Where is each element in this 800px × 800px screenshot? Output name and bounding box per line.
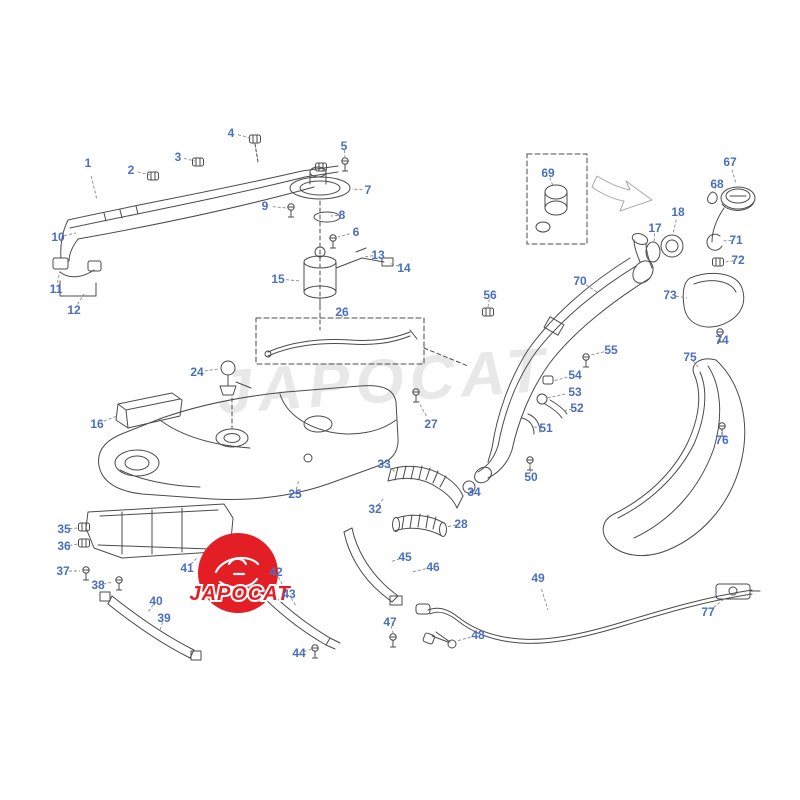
- part-label-50[interactable]: 50: [524, 470, 538, 484]
- part-label-73[interactable]: 73: [663, 288, 677, 302]
- fuel-cap-assembly: [645, 186, 756, 267]
- part-label-1[interactable]: 1: [84, 156, 92, 170]
- part-label-43[interactable]: 43: [282, 587, 296, 601]
- part-label-16[interactable]: 16: [90, 417, 104, 431]
- part-label-69[interactable]: 69: [541, 166, 555, 180]
- part-label-39[interactable]: 39: [157, 611, 171, 625]
- part-label-12[interactable]: 12: [67, 303, 81, 317]
- part-label-40[interactable]: 40: [149, 594, 163, 608]
- part-label-44[interactable]: 44: [292, 646, 306, 660]
- logo-doodle: [214, 556, 260, 589]
- part-label-9[interactable]: 9: [261, 199, 269, 213]
- part-label-11[interactable]: 11: [49, 282, 63, 296]
- part-label-72[interactable]: 72: [731, 253, 745, 267]
- part-label-10[interactable]: 10: [51, 230, 65, 244]
- part-label-38[interactable]: 38: [91, 578, 105, 592]
- logo-text: JAPOCAT: [189, 583, 291, 605]
- part-label-26[interactable]: 26: [335, 305, 349, 319]
- part-label-25[interactable]: 25: [288, 487, 302, 501]
- part-label-52[interactable]: 52: [570, 401, 584, 415]
- part-label-4[interactable]: 4: [227, 126, 235, 140]
- part-label-53[interactable]: 53: [568, 385, 582, 399]
- part-label-67[interactable]: 67: [723, 155, 737, 169]
- part-label-68[interactable]: 68: [710, 177, 724, 191]
- fuel-pump-assembly: [287, 157, 394, 331]
- part-label-8[interactable]: 8: [338, 208, 346, 222]
- part-label-15[interactable]: 15: [271, 272, 285, 286]
- part-label-48[interactable]: 48: [471, 628, 485, 642]
- part-label-54[interactable]: 54: [568, 368, 582, 382]
- part-label-55[interactable]: 55: [604, 343, 618, 357]
- fender-protector: [602, 358, 746, 556]
- part-label-74[interactable]: 74: [715, 333, 729, 347]
- part-label-75[interactable]: 75: [683, 350, 697, 364]
- filler-pipe-assembly: [387, 233, 654, 537]
- part-label-7[interactable]: 7: [364, 183, 372, 197]
- part-label-32[interactable]: 32: [368, 502, 382, 516]
- part-label-70[interactable]: 70: [573, 274, 587, 288]
- part-label-3[interactable]: 3: [174, 150, 182, 164]
- part-label-35[interactable]: 35: [57, 522, 71, 536]
- part-label-33[interactable]: 33: [377, 457, 391, 471]
- part-label-77[interactable]: 77: [701, 605, 715, 619]
- part-label-14[interactable]: 14: [397, 261, 411, 275]
- part-label-36[interactable]: 36: [57, 539, 71, 553]
- part-label-47[interactable]: 47: [383, 615, 397, 629]
- part-label-71[interactable]: 71: [729, 233, 743, 247]
- fuel-tank: [98, 385, 420, 500]
- part-label-17[interactable]: 17: [648, 221, 662, 235]
- part-label-76[interactable]: 76: [715, 433, 729, 447]
- part-label-24[interactable]: 24: [190, 365, 204, 379]
- part-label-18[interactable]: 18: [671, 205, 685, 219]
- part-label-13[interactable]: 13: [371, 248, 385, 262]
- part-label-51[interactable]: 51: [539, 421, 553, 435]
- part-label-56[interactable]: 56: [483, 288, 497, 302]
- part-label-49[interactable]: 49: [531, 571, 545, 585]
- filler-shield: [682, 272, 745, 343]
- part-label-28[interactable]: 28: [454, 517, 468, 531]
- part-label-41[interactable]: 41: [180, 561, 194, 575]
- part-label-46[interactable]: 46: [426, 560, 440, 574]
- part-label-42[interactable]: 42: [269, 565, 283, 579]
- part-label-27[interactable]: 27: [424, 417, 438, 431]
- part-label-2[interactable]: 2: [127, 163, 135, 177]
- lid-lock-cable: [389, 583, 761, 649]
- part-label-34[interactable]: 34: [467, 485, 481, 499]
- fuel-lines-assembly: [52, 134, 339, 297]
- brand-logo: JAPOCAT: [187, 533, 292, 613]
- part-label-5[interactable]: 5: [340, 139, 348, 153]
- part-label-6[interactable]: 6: [352, 225, 360, 239]
- part-label-37[interactable]: 37: [56, 564, 70, 578]
- part-label-45[interactable]: 45: [398, 550, 412, 564]
- direction-arrow: [591, 175, 653, 212]
- fuel-sender-assembly: [219, 317, 469, 429]
- inlet-detail-box: [526, 153, 588, 245]
